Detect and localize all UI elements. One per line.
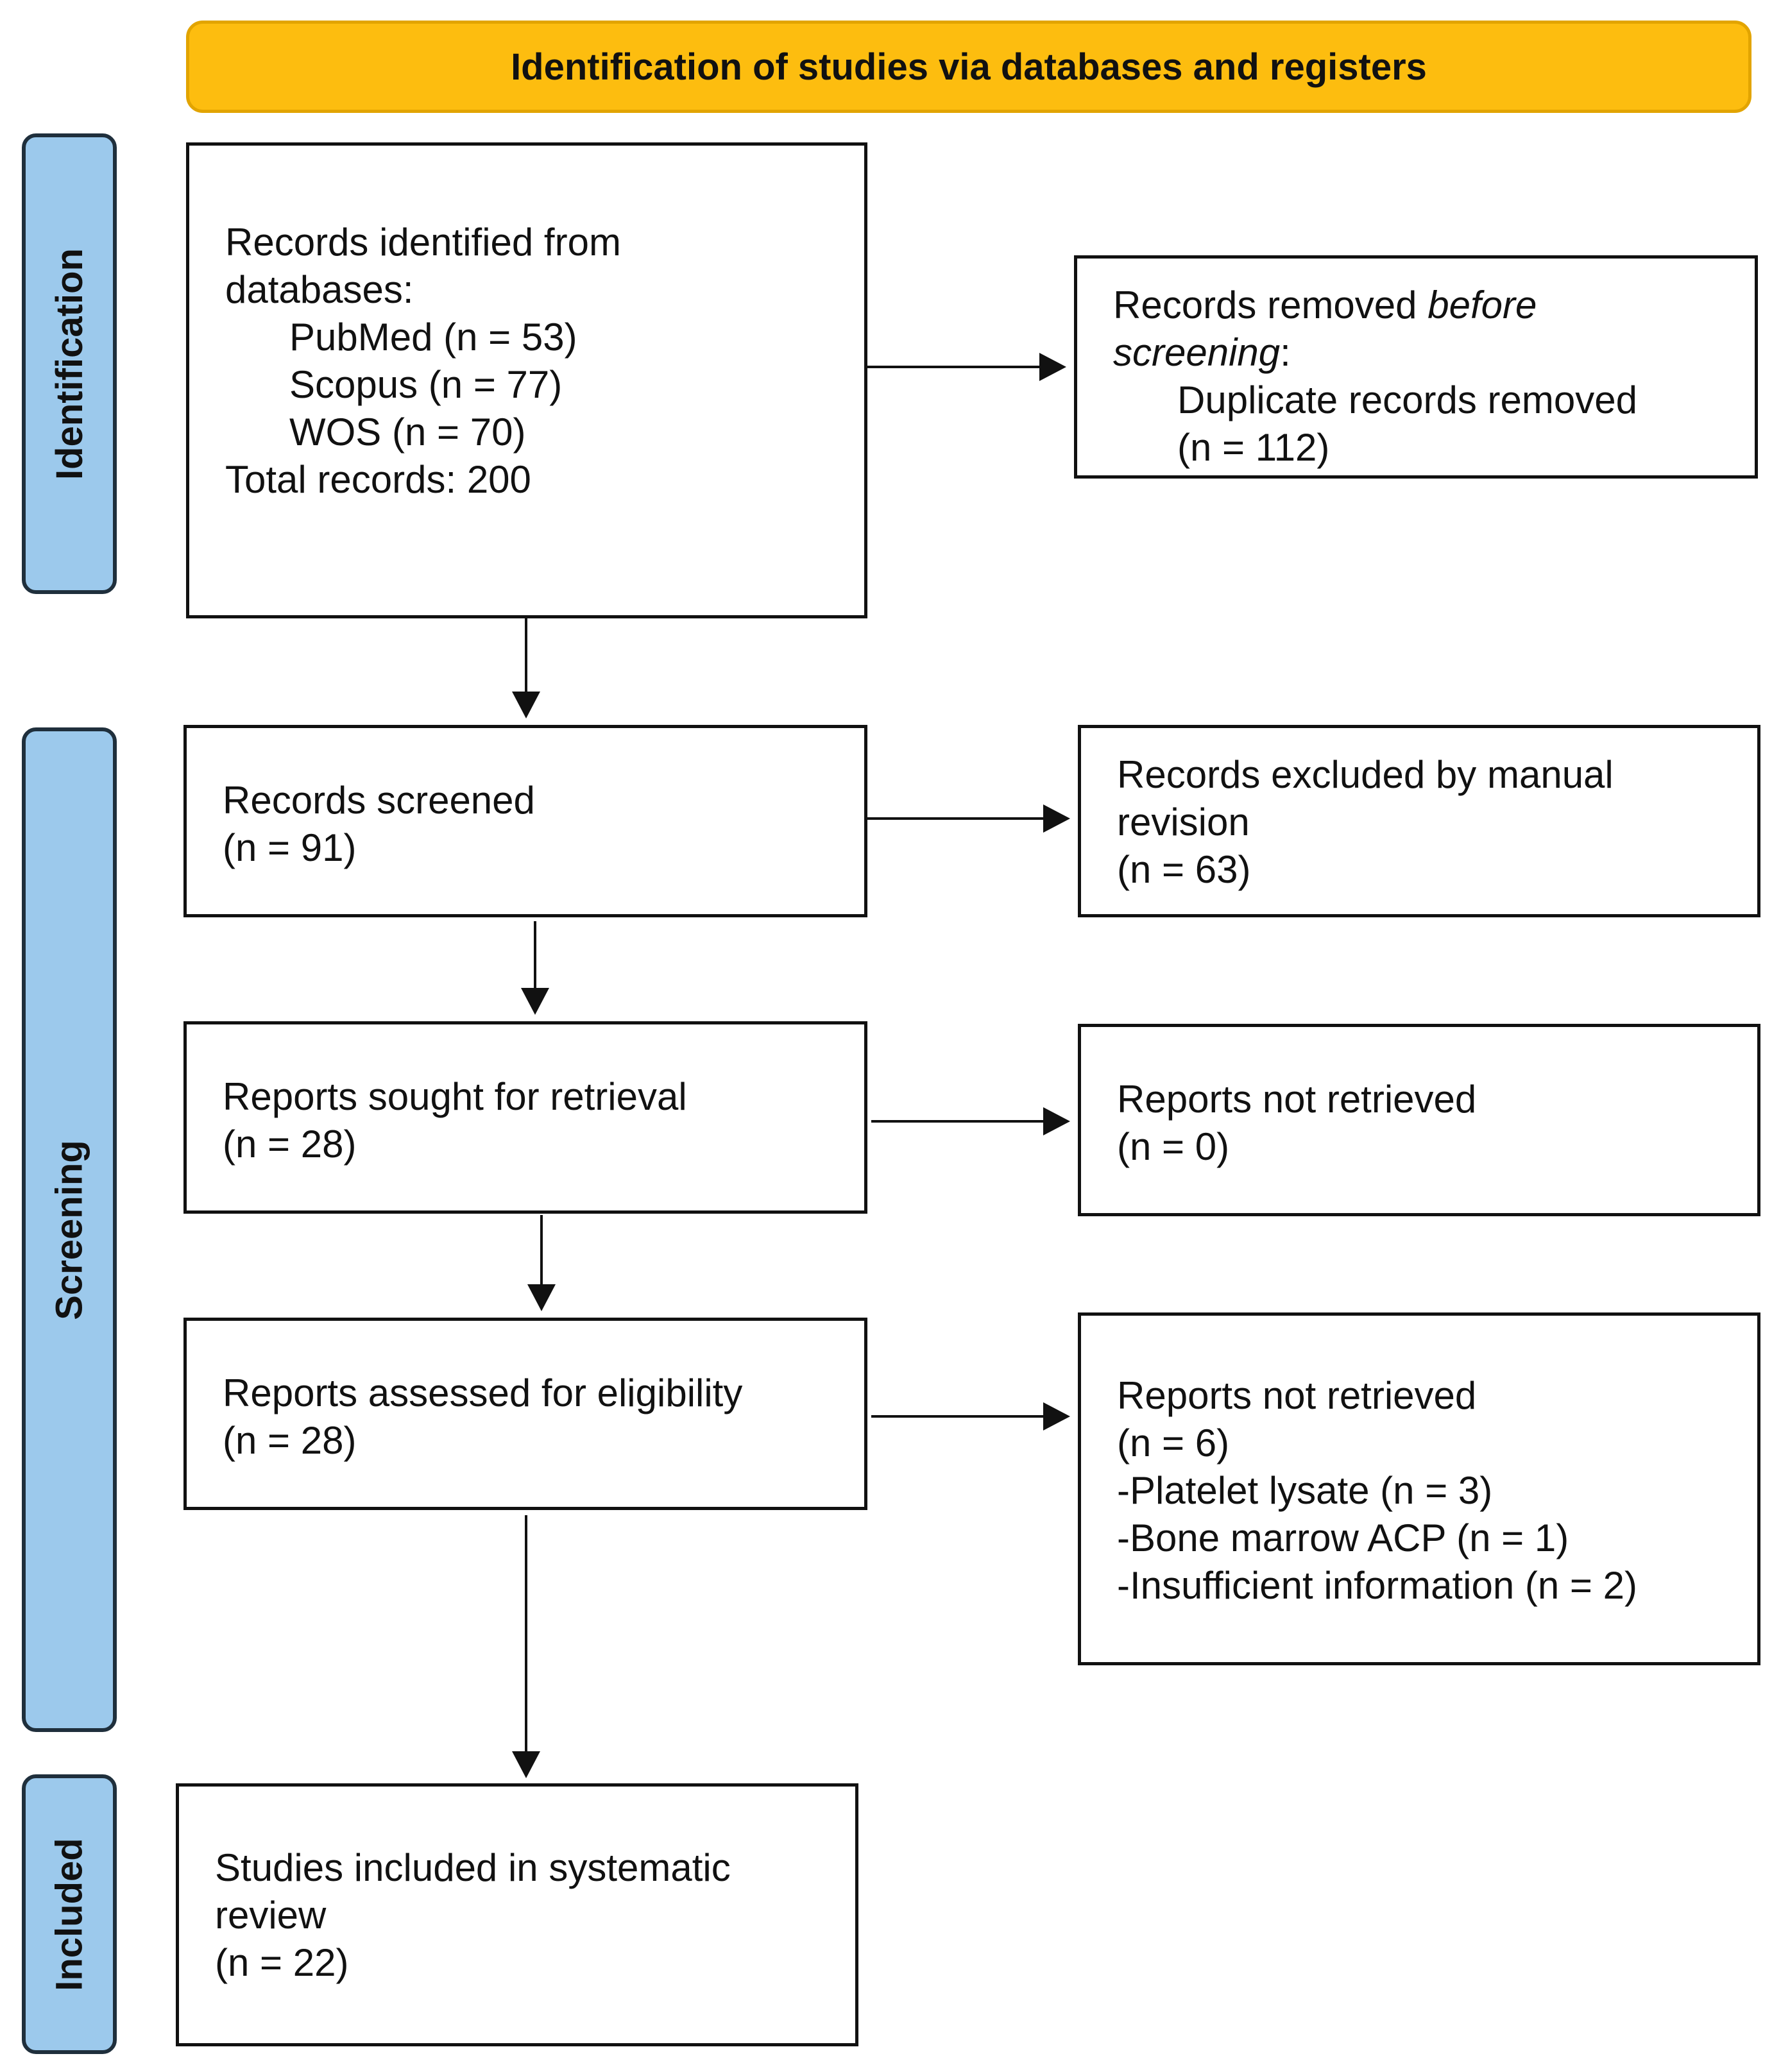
records-removed-before: before <box>1427 284 1537 327</box>
reports-sought-count: (n = 28) <box>223 1123 357 1166</box>
records-removed-colon: : <box>1280 331 1291 374</box>
studies-included-line2: review <box>215 1894 327 1937</box>
records-removed-title: Records removed before <box>1113 282 1719 329</box>
reports-assessed-count: (n = 28) <box>223 1419 357 1462</box>
exclusion-reason: -Insufficient information (n = 2) <box>1117 1564 1637 1607</box>
arrow-sought-to-assessed <box>527 1215 556 1311</box>
identification-banner: Identification of studies via databases … <box>186 21 1751 113</box>
records-excluded-line1: Records excluded by manual <box>1117 753 1614 796</box>
scopus-count: Scopus (n = 77) <box>289 363 563 406</box>
arrow-assessed-to-excluded <box>871 1402 1070 1431</box>
records-excluded-count: (n = 63) <box>1117 848 1251 891</box>
records-screened-count: (n = 91) <box>223 826 357 869</box>
phase-included-label: Included <box>48 1837 90 1991</box>
arrow-assessed-to-included <box>512 1515 540 1778</box>
arrow-identified-to-screened <box>512 618 540 718</box>
wos-count: WOS (n = 70) <box>289 411 526 454</box>
records-screened-box: Records screened (n = 91) <box>183 725 867 917</box>
reports-not-retrieved-count: (n = 0) <box>1117 1125 1230 1168</box>
records-excluded-box: Records excluded by manual revision (n =… <box>1078 725 1760 917</box>
records-removed-box: Records removed before screening: Duplic… <box>1074 255 1758 479</box>
reports-excluded-box: Reports not retrieved (n = 6) -Platelet … <box>1078 1312 1760 1665</box>
reports-sought-label: Reports sought for retrieval <box>223 1075 687 1118</box>
reports-excluded-label: Reports not retrieved <box>1117 1374 1477 1417</box>
phase-screening: Screening <box>22 727 117 1732</box>
banner-title: Identification of studies via databases … <box>511 46 1427 88</box>
records-identified-line1: Records identified from <box>225 221 621 264</box>
records-identified-line2: databases: <box>225 268 414 311</box>
records-excluded-line2: revision <box>1117 801 1250 844</box>
phase-identification: Identification <box>22 133 117 594</box>
duplicate-records-label: Duplicate records removed <box>1177 378 1637 421</box>
records-removed-screening: screening <box>1113 331 1281 374</box>
phase-screening-label: Screening <box>48 1139 90 1320</box>
arrow-screened-to-sought <box>521 921 549 1015</box>
studies-included-count: (n = 22) <box>215 1941 349 1984</box>
records-identified-box: Records identified from databases: PubMe… <box>186 142 867 618</box>
arrow-identified-to-removed <box>867 353 1066 381</box>
phase-included: Included <box>22 1774 117 2054</box>
reports-assessed-label: Reports assessed for eligibility <box>223 1371 743 1414</box>
duplicate-records-count: (n = 112) <box>1177 426 1330 469</box>
reports-not-retrieved-label: Reports not retrieved <box>1117 1078 1477 1121</box>
reports-not-retrieved-box: Reports not retrieved (n = 0) <box>1078 1024 1760 1216</box>
arrow-screened-to-excluded <box>867 804 1070 833</box>
records-removed-title-2: screening: <box>1113 329 1719 377</box>
pubmed-count: PubMed (n = 53) <box>289 316 577 359</box>
reports-sought-box: Reports sought for retrieval (n = 28) <box>183 1021 867 1214</box>
total-records: Total records: 200 <box>225 458 531 501</box>
reports-assessed-box: Reports assessed for eligibility (n = 28… <box>183 1318 867 1510</box>
records-removed-prefix: Records removed <box>1113 284 1428 327</box>
studies-included-line1: Studies included in systematic <box>215 1846 731 1889</box>
exclusion-reason: -Platelet lysate (n = 3) <box>1117 1469 1493 1512</box>
reports-excluded-count: (n = 6) <box>1117 1422 1230 1465</box>
arrow-sought-to-not-retrieved <box>871 1107 1070 1135</box>
records-screened-label: Records screened <box>223 779 535 822</box>
phase-identification-label: Identification <box>48 248 90 480</box>
exclusion-reason: -Bone marrow ACP (n = 1) <box>1117 1516 1569 1559</box>
studies-included-box: Studies included in systematic review (n… <box>176 1783 858 2046</box>
